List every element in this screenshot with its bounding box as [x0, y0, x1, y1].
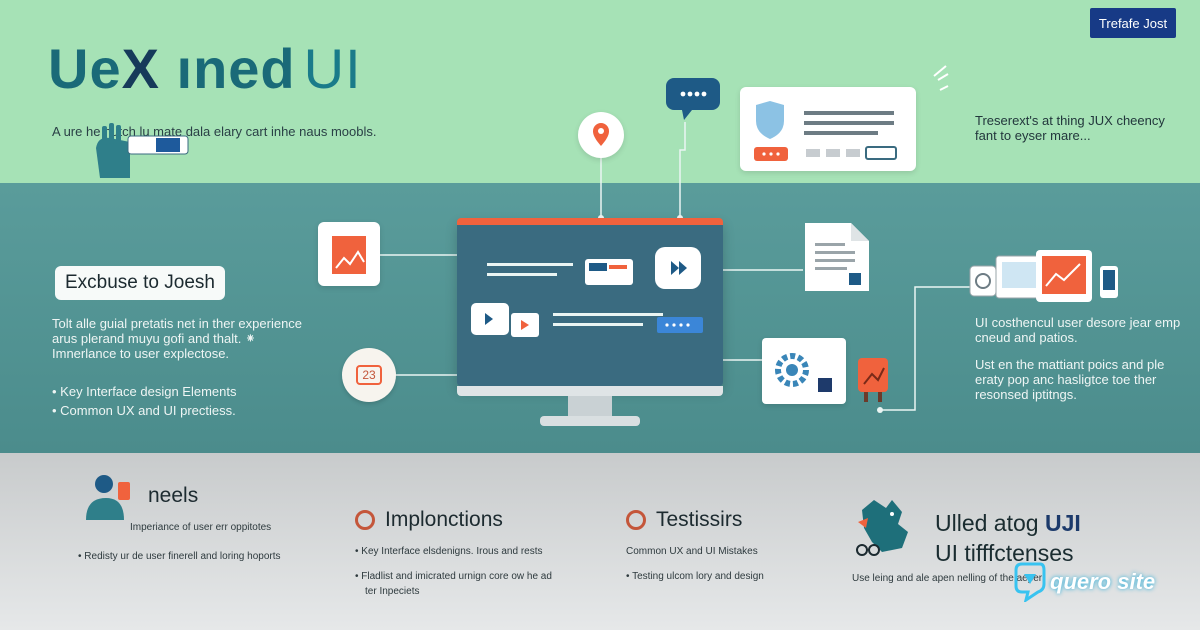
left-paragraph: Tolt alle guial pretatis net in ther exp… — [52, 316, 303, 361]
column-line: • Fladlist and imicrated urnign core ow … — [355, 571, 552, 582]
title-part-a: Ue — [48, 37, 122, 100]
monitor-stand — [568, 396, 612, 416]
section-pill: Excbuse to Joesh — [55, 266, 225, 300]
column-heading: Implonctions — [385, 508, 503, 531]
shield-icon — [754, 101, 897, 161]
person-icon — [86, 475, 130, 520]
left-list: • Key Interface design Elements • Common… — [52, 382, 236, 420]
column-heading: neels — [148, 484, 199, 507]
column-heading: Testissirs — [656, 508, 743, 531]
ring-icon — [626, 510, 646, 530]
bottom-column-2: Implonctions • Key Interface elsdenigns.… — [355, 508, 552, 597]
big-heading-bold: UJI — [1044, 510, 1081, 536]
column-line: Common UX and UI Mistakes — [626, 546, 758, 557]
brand-watermark[interactable]: quero site — [1012, 562, 1155, 602]
monitor-stand-base — [540, 416, 640, 426]
column-line: • Redisty ur de user finerell and loring… — [78, 551, 281, 562]
spark-icon — [933, 65, 949, 91]
bottom-big-line: Use leing and ale apen nelling of the ae… — [852, 573, 1043, 584]
bottom-band — [0, 453, 1200, 630]
document-icon — [805, 223, 869, 291]
column-line: • Testing ulcom lory and design — [626, 571, 764, 582]
chart-card-icon — [332, 236, 366, 274]
right-paragraph: UI costhencul user desore jear emp cneud… — [975, 315, 1185, 402]
bottom-column-1: neels Imperiance of user err oppitotes •… — [78, 470, 281, 562]
calendar-badge-icon: 23 — [342, 348, 396, 402]
devices-icon — [969, 250, 1118, 302]
title-part-x: X — [121, 37, 160, 100]
chat-bubble-icon — [666, 78, 720, 120]
monitor-icon — [471, 247, 703, 337]
monitor-chin — [457, 386, 723, 396]
dragon-icon — [856, 500, 908, 556]
title-part-ui: UI — [303, 37, 362, 100]
hand-icon — [96, 123, 189, 178]
big-heading-line-1: Ulled atog — [935, 510, 1045, 536]
gear-card — [762, 338, 846, 404]
brand-text: quero site — [1050, 569, 1156, 594]
list-item: • Key Interface design Elements — [52, 384, 237, 399]
location-pin-icon — [593, 123, 609, 146]
column-line: • Key Interface elsdenigns. Irous and re… — [355, 546, 543, 557]
top-cta-button[interactable]: Trefafe Jost — [1090, 8, 1176, 38]
column-line: Imperiance of user err oppitotes — [130, 522, 272, 533]
column-line: ter Inpeciets — [365, 586, 420, 597]
list-item: • Common UX and UI prectiess. — [52, 403, 236, 418]
right-paragraph-2: Ust en the mattiant poics and ple eraty … — [975, 357, 1165, 402]
monitor-screen — [457, 218, 723, 386]
title-part-b: ıned — [159, 37, 296, 100]
orange-device-icon — [858, 358, 888, 402]
bottom-column-3: Testissirs Common UX and UI Mistakes • T… — [626, 508, 764, 582]
brand-logo-icon — [1014, 562, 1046, 602]
bottom-big-heading: Ulled atog UJI UI tifffctenses — [935, 508, 1081, 568]
shield-card — [740, 87, 916, 171]
ring-icon — [355, 510, 375, 530]
location-pin-bubble — [578, 112, 624, 158]
chart-card — [318, 222, 380, 286]
page-subtitle: A ure he hutch lu mate dala elary cart i… — [52, 124, 377, 139]
big-heading-line-2: UI tifffctenses — [935, 540, 1074, 566]
top-right-text: Treserext's at thing JUX cheency fant to… — [975, 113, 1165, 143]
calendar-badge-number: 23 — [356, 365, 382, 385]
gear-icon — [775, 353, 832, 392]
right-paragraph-1: UI costhencul user desore jear emp cneud… — [975, 315, 1181, 345]
